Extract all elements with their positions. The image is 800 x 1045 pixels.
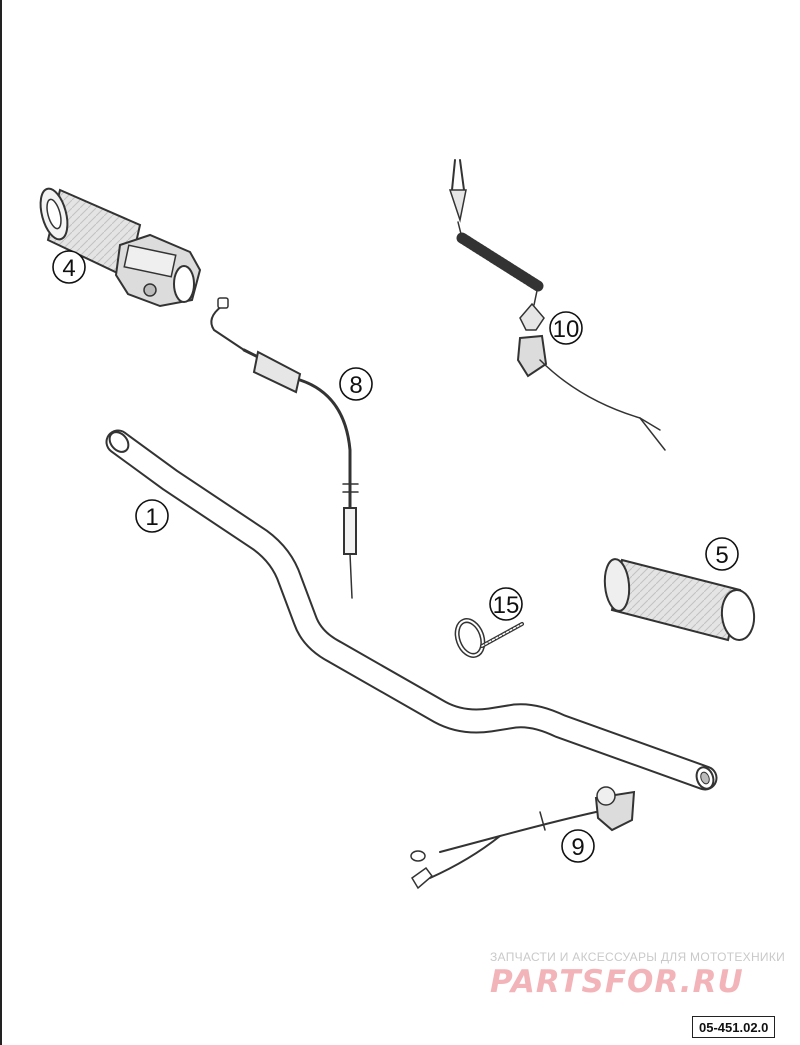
callout-5: 5 (705, 537, 739, 571)
throttle-grip-part (39, 187, 202, 308)
cable-tie-part (454, 618, 524, 658)
callout-label: 8 (349, 372, 362, 399)
left-grip-part (603, 558, 756, 642)
callout-1: 1 (135, 499, 169, 533)
handlebar-part (105, 429, 718, 791)
watermark-logo: PARTSFOR.RU (490, 964, 744, 1000)
callout-4: 4 (52, 250, 86, 284)
throttle-cable-part (210, 297, 359, 599)
callout-label: 4 (62, 255, 75, 282)
callout-label: 9 (571, 834, 584, 861)
left-border-line (0, 0, 2, 1045)
callout-label: 10 (553, 316, 580, 343)
diagram-code-label: 05-451.02.0 (692, 1016, 776, 1038)
watermark-tagline: ЗАПЧАСТИ И АКСЕССУАРЫ ДЛЯ МОТОТЕХНИКИ (490, 950, 786, 964)
callout-10: 10 (549, 311, 583, 345)
callout-label: 15 (493, 592, 520, 619)
start-switch-part (410, 786, 636, 890)
callout-8: 8 (339, 367, 373, 401)
callout-label: 1 (145, 504, 158, 531)
callout-label: 5 (715, 542, 728, 569)
callout-9: 9 (561, 829, 595, 863)
kill-switch-lanyard-part (448, 159, 666, 451)
callout-15: 15 (489, 587, 523, 621)
